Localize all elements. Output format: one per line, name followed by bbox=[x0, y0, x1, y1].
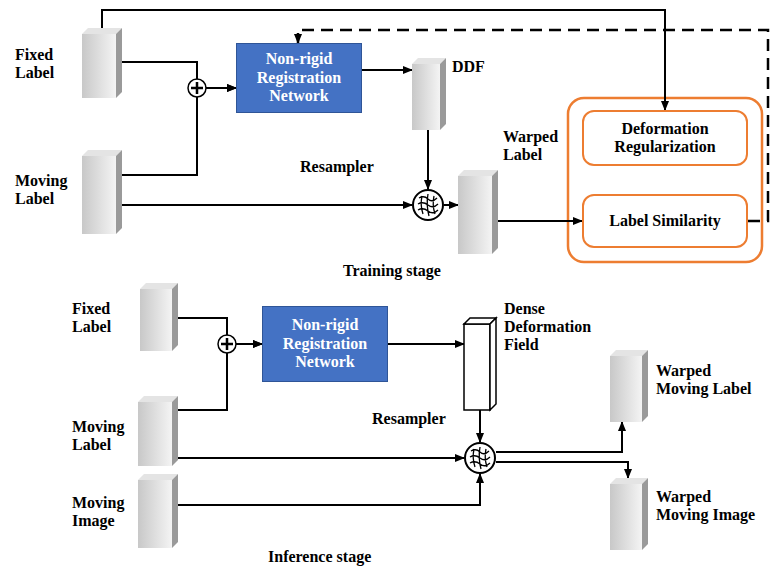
volume-node: Moving Image bbox=[138, 474, 178, 548]
node-label: Fixed Label bbox=[72, 300, 134, 336]
volume-slab bbox=[82, 150, 122, 234]
volume-node: Warped Moving Label bbox=[610, 350, 648, 422]
node-label: Moving Label bbox=[72, 418, 134, 454]
volume-slab bbox=[82, 28, 122, 98]
volume-node: Moving Label bbox=[82, 150, 122, 234]
arrow-connector bbox=[178, 344, 262, 410]
node-label: Resampler bbox=[300, 158, 374, 176]
arrow-connector bbox=[298, 30, 768, 221]
node-label: Warped Label bbox=[503, 128, 563, 164]
arrow-connector bbox=[122, 204, 412, 206]
loss-box: Label Similarity bbox=[582, 194, 748, 248]
arrow-connector bbox=[178, 474, 480, 505]
node-label: Dense Deformation Field bbox=[504, 300, 598, 354]
node-label: Warped Moving Label bbox=[656, 362, 760, 398]
volume-slab bbox=[610, 350, 648, 422]
resampler-symbol bbox=[412, 189, 444, 221]
node-label: Moving Image bbox=[72, 494, 134, 530]
deformation-field-node: Dense Deformation Field bbox=[464, 318, 496, 410]
volume-node: DDF bbox=[412, 58, 446, 130]
arrow-connector bbox=[122, 88, 236, 175]
node-label: Moving Label bbox=[15, 172, 77, 208]
node-label: DDF bbox=[452, 58, 512, 76]
resampler-node: Resampler bbox=[464, 442, 496, 474]
arrow-connector bbox=[496, 462, 628, 478]
node-label: Warped Moving Image bbox=[656, 488, 760, 524]
arrow-connector bbox=[178, 457, 464, 459]
volume-slab bbox=[138, 396, 178, 466]
resampler-symbol bbox=[464, 442, 496, 474]
loss-title: Deformation Regularization bbox=[592, 120, 738, 157]
stage-caption: Inference stage bbox=[268, 548, 371, 566]
arrow-connector bbox=[479, 410, 481, 442]
volume-slab bbox=[464, 318, 496, 410]
network-box: Non-rigid Registration Network bbox=[236, 43, 362, 113]
sum-symbol bbox=[188, 79, 206, 97]
volume-slab bbox=[412, 58, 446, 130]
volume-node: Fixed Label bbox=[82, 28, 122, 98]
volume-slab bbox=[140, 283, 178, 351]
arrow-connector bbox=[498, 220, 582, 222]
volume-node: Fixed Label bbox=[140, 283, 178, 351]
network-title: Non-rigid Registration Network bbox=[245, 50, 353, 105]
resampler-node: Resampler bbox=[412, 189, 444, 221]
volume-slab bbox=[610, 478, 648, 550]
volume-slab bbox=[138, 474, 178, 548]
volume-node: Warped Label bbox=[458, 170, 498, 254]
arrow-connector bbox=[122, 62, 236, 88]
sum-symbol bbox=[218, 335, 236, 353]
arrow-connector bbox=[444, 204, 458, 206]
stage-caption: Training stage bbox=[343, 262, 441, 280]
arrow-connector bbox=[362, 69, 412, 71]
arrow-connector bbox=[427, 130, 429, 189]
arrow-connector bbox=[102, 10, 665, 110]
loss-box: Deformation Regularization bbox=[582, 110, 748, 166]
node-label: Fixed Label bbox=[15, 46, 77, 82]
network-box: Non-rigid Registration Network bbox=[262, 306, 388, 382]
arrow-connector bbox=[496, 422, 622, 452]
network-title: Non-rigid Registration Network bbox=[271, 316, 379, 371]
node-label: Resampler bbox=[372, 410, 446, 428]
loss-group-outline bbox=[568, 98, 762, 262]
arrow-connector bbox=[388, 343, 464, 345]
volume-slab bbox=[458, 170, 498, 254]
volume-node: Warped Moving Image bbox=[610, 478, 648, 550]
volume-node: Moving Label bbox=[138, 396, 178, 466]
loss-title: Label Similarity bbox=[609, 212, 721, 230]
